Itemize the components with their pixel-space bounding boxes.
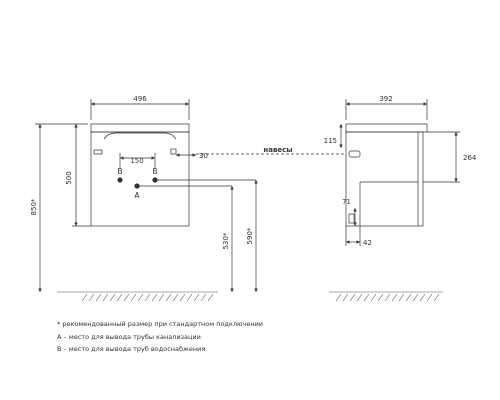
- label-pipe-spacing: 150: [130, 157, 143, 165]
- outlet-b-left: [117, 177, 123, 183]
- label-a: A: [134, 191, 140, 200]
- outlet-b-right: [152, 177, 158, 183]
- front-hinge-left: [93, 149, 103, 155]
- front-handle-groove: [103, 132, 177, 140]
- side-cabinet-body: [345, 131, 424, 227]
- label-width: 496: [133, 95, 147, 103]
- side-floor: [329, 291, 443, 302]
- front-cabinet-body: [90, 131, 190, 227]
- front-floor: [57, 291, 218, 302]
- legend-line-2: A – место для вывода трубы канализации: [57, 332, 201, 341]
- legend-line-3: B – место для вывода труб водоснабжения: [57, 345, 206, 353]
- label-hinge-offset: 115: [324, 137, 337, 145]
- side-hinge-mark: [348, 150, 361, 158]
- legend: * рекомендованный размер при стандартном…: [57, 318, 263, 356]
- label-side-offset: 30: [199, 152, 208, 160]
- label-body-height: 500: [65, 171, 73, 184]
- legend-line-1: * рекомендованный размер при стандартном…: [57, 320, 264, 328]
- label-hinges: навесы: [263, 146, 292, 154]
- label-hinge-height: 264: [463, 154, 477, 162]
- front-hinge-right: [170, 148, 177, 155]
- outlet-a: [134, 183, 140, 189]
- label-b-right: B: [152, 167, 157, 176]
- label-back-offset: 42: [363, 239, 372, 247]
- front-countertop: [90, 123, 190, 133]
- side-view: [196, 99, 460, 246]
- side-foot-mark: [348, 213, 355, 224]
- label-total-height: 850*: [30, 198, 38, 215]
- label-height-b: 590*: [246, 227, 254, 244]
- front-view: [35, 99, 258, 292]
- label-depth: 392: [379, 95, 392, 103]
- side-countertop: [345, 123, 428, 133]
- label-b-left: B: [117, 167, 122, 176]
- label-shelf-height: 71: [342, 198, 351, 206]
- label-height-a: 530*: [222, 232, 230, 249]
